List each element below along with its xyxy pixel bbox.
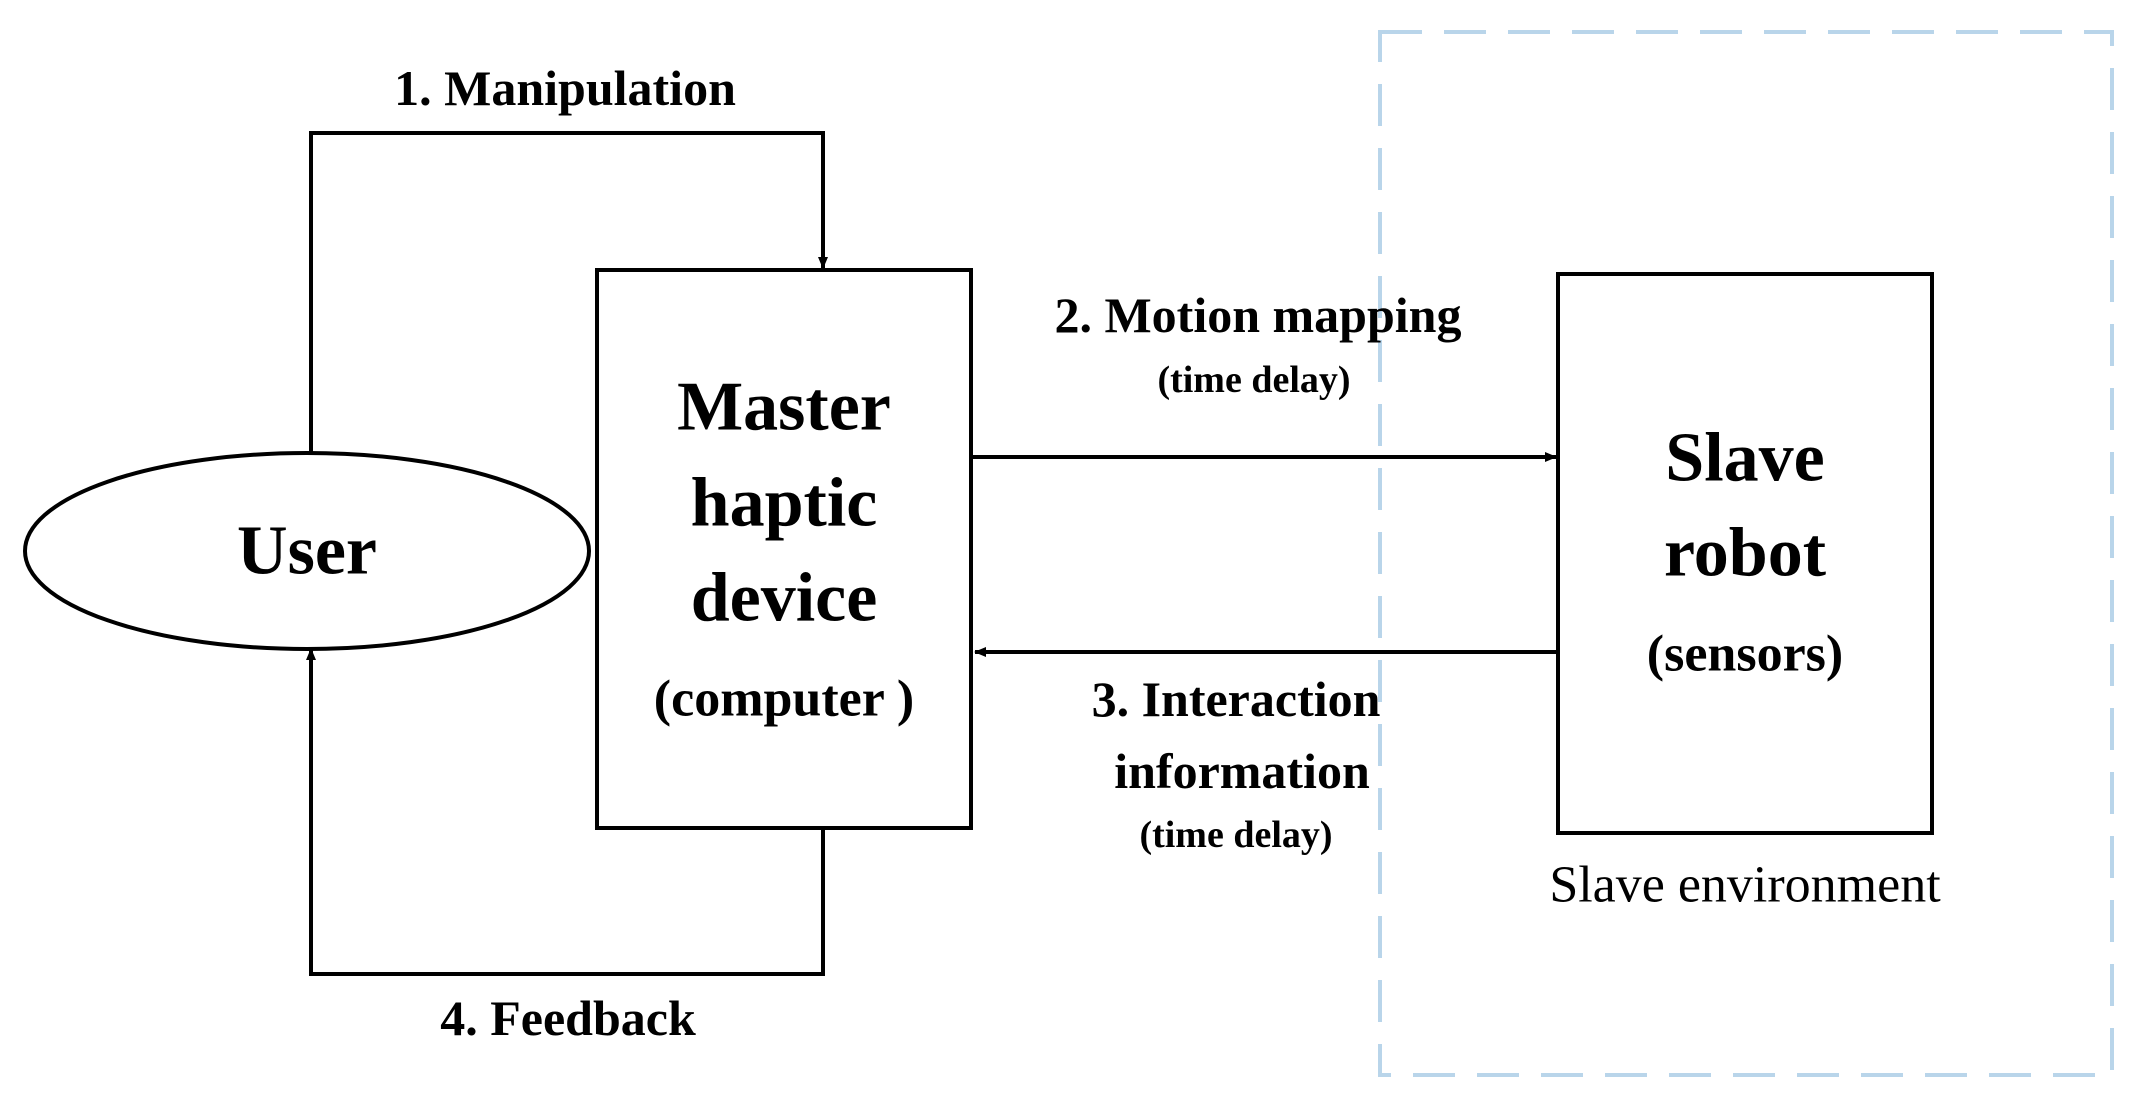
interaction-label-line1: 3. Interaction (1092, 671, 1381, 727)
interaction-delay-note: (time delay) (1139, 814, 1332, 856)
master-sublabel: (computer ) (654, 671, 914, 728)
slave-label-line2: robot (1664, 515, 1826, 592)
slave-environment-region (1378, 30, 2114, 1077)
slave-environment-label: Slave environment (1549, 857, 1941, 914)
master-label-line1: Master (677, 369, 891, 446)
manipulation-label: 1. Manipulation (394, 60, 736, 116)
master-label-line2: haptic (691, 465, 878, 542)
slave-sublabel: (sensors) (1647, 626, 1843, 683)
master-device-node (595, 268, 973, 830)
motion-mapping-label: 2. Motion mapping (1054, 287, 1461, 343)
slave-robot-node (1556, 272, 1934, 835)
slave-label-line1: Slave (1665, 420, 1824, 497)
master-label-line3: device (691, 560, 878, 637)
manipulation-arrow (309, 131, 828, 455)
motion-mapping-delay-note: (time delay) (1157, 359, 1350, 401)
interaction-label-line2: information (1114, 743, 1370, 799)
feedback-label: 4. Feedback (440, 990, 696, 1046)
feedback-arrow (306, 648, 825, 976)
user-label: User (237, 513, 377, 590)
